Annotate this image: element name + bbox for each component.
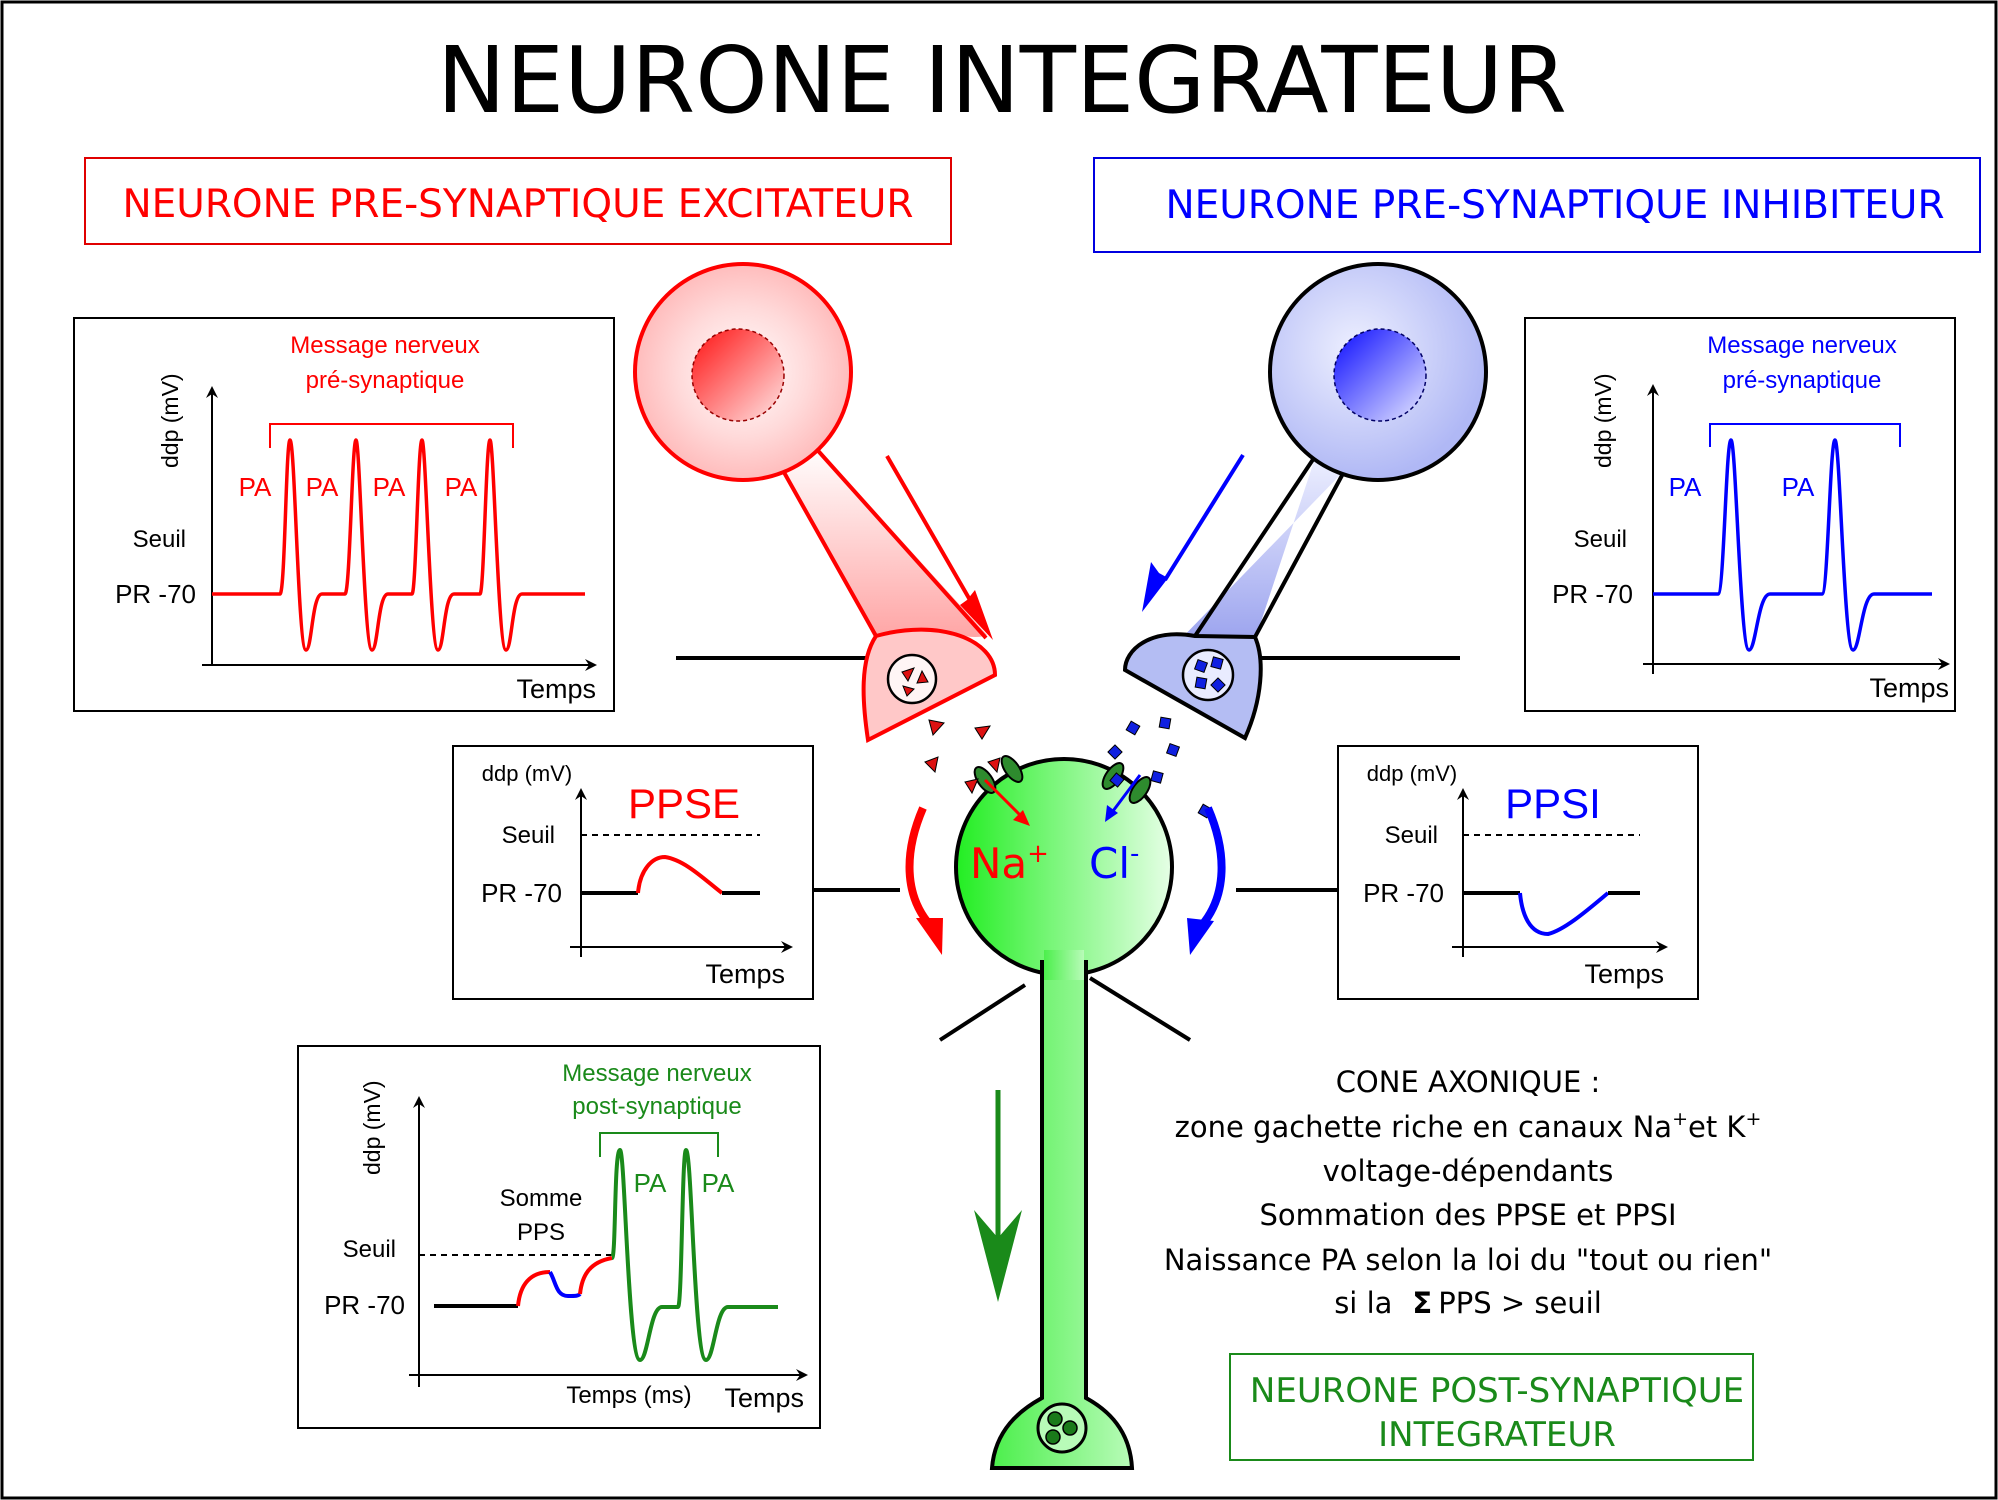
ion-channel-right — [1101, 762, 1152, 804]
graph-exc-pa-4: PA — [445, 472, 478, 502]
excitatory-signal-arrow — [885, 455, 993, 640]
header-excitatory: NEURONE PRE-SYNAPTIQUE EXCITATEUR — [84, 157, 952, 245]
graph-inh-trace — [1653, 438, 1932, 652]
axon-cone-line3: Sommation des PPSE et PPSI — [1259, 1198, 1676, 1232]
inhibitory-neurotransmitters — [1107, 716, 1213, 819]
inhibitory-vesicle — [1181, 648, 1235, 702]
graph-ppsi-trace — [1518, 891, 1610, 937]
graph-exc-pa-2: PA — [306, 472, 339, 502]
graph-post-x-axis: Temps — [724, 1383, 804, 1413]
graph-ppsi-threshold: Seuil — [1385, 822, 1438, 849]
graph-post-title-line2: post-synaptique — [572, 1093, 741, 1120]
graph-post-ppse-1 — [516, 1270, 551, 1307]
ppsi-propagation-arrow — [1187, 806, 1226, 955]
graph-exc-x-axis: Temps — [516, 674, 596, 704]
header-inhibitory-label: NEURONE PRE-SYNAPTIQUE INHIBITEUR — [1165, 183, 1944, 228]
sodium-influx-arrow — [983, 778, 1027, 822]
graph-exc-resting: PR -70 — [115, 579, 196, 609]
ppse-propagation-arrow — [905, 806, 943, 955]
graph-post-pa-2: PA — [702, 1168, 735, 1198]
graph-exc-y-axis: ddp (mV) — [157, 373, 183, 468]
graph-inhibitory-presynaptic: Message nerveux pré-synaptique ddp (mV) … — [1524, 317, 1956, 712]
graph-post-title-line1: Message nerveux — [562, 1060, 751, 1087]
axon-cone-description: CONE AXONIQUE : zone gachette riche en c… — [1164, 1065, 1772, 1320]
graph-inh-resting: PR -70 — [1552, 579, 1633, 609]
graph-ppse-x-axis: Temps — [705, 959, 785, 989]
graph-ppsi-y-axis: ddp (mV) — [1367, 761, 1457, 786]
graph-inh-y-axis: ddp (mV) — [1590, 373, 1616, 468]
graph-excitatory-presynaptic: Message nerveux pré-synaptique ddp (mV) … — [73, 317, 615, 712]
graph-exc-pa-1: PA — [239, 472, 272, 502]
graph-inh-pa-2: PA — [1782, 472, 1815, 502]
chloride-influx-arrow — [1108, 774, 1142, 816]
axon-cone-heading: CONE AXONIQUE : — [1336, 1065, 1601, 1099]
excitatory-neurotransmitters — [924, 719, 1001, 795]
graph-exc-title-line2: pré-synaptique — [306, 367, 465, 394]
graph-ppsi-title: PPSI — [1505, 780, 1601, 827]
header-excitatory-label: NEURONE PRE-SYNAPTIQUE EXCITATEUR — [122, 182, 913, 227]
graph-postsynaptic: Message nerveux post-synaptique ddp (mV)… — [297, 1045, 821, 1429]
axon-cone-line1: zone gachette riche en canaux Na+et K+ — [1175, 1108, 1762, 1144]
graph-ppsi-x-axis: Temps — [1584, 959, 1664, 989]
graph-inh-title-line1: Message nerveux — [1707, 332, 1896, 359]
graph-ppse-title: PPSE — [628, 780, 740, 827]
graph-post-sum-line1: Somme — [500, 1185, 583, 1212]
graph-post-x-axis-inner: Temps (ms) — [566, 1382, 691, 1409]
chloride-label: Cl- — [1089, 839, 1139, 888]
excitatory-neuron — [633, 262, 1001, 955]
axon-propagation-arrow — [974, 1090, 1022, 1302]
graph-post-pa-1: PA — [634, 1168, 667, 1198]
graph-exc-title-line1: Message nerveux — [290, 332, 479, 359]
graph-exc-threshold: Seuil — [133, 526, 186, 553]
graph-ppse-resting: PR -70 — [481, 878, 562, 908]
graph-inh-pa-1: PA — [1669, 472, 1702, 502]
svg-text:Cl-: Cl- — [1089, 839, 1139, 888]
graph-inh-x-axis: Temps — [1869, 673, 1949, 703]
graph-post-y-axis: ddp (mV) — [359, 1080, 385, 1175]
header-inhibitory: NEURONE PRE-SYNAPTIQUE INHIBITEUR — [1093, 157, 1981, 253]
sodium-label: Na+ — [970, 839, 1049, 888]
axon-cone-line2: voltage-dépendants — [1323, 1154, 1614, 1188]
graph-post-ppse-2 — [578, 1256, 613, 1295]
axon-cone-line4: Naissance PA selon la loi du "tout ou ri… — [1164, 1243, 1772, 1277]
excitatory-vesicle — [886, 653, 938, 705]
graph-ppsi: ddp (mV) PPSI Seuil PR -70 Temps — [1337, 745, 1699, 1000]
page-title: NEURONE INTEGRATEUR — [437, 27, 1567, 134]
graph-exc-trace — [212, 438, 585, 652]
graph-post-threshold: Seuil — [343, 1236, 396, 1263]
graph-post-spike-train — [610, 1147, 778, 1363]
graph-ppse-y-axis: ddp (mV) — [482, 761, 572, 786]
svg-text:Na+: Na+ — [970, 839, 1049, 888]
header-postsynaptic-line2: INTEGRATEUR — [1378, 1415, 1616, 1455]
graph-post-ppsi — [548, 1270, 582, 1299]
graph-ppsi-resting: PR -70 — [1363, 878, 1444, 908]
inhibitory-signal-arrow — [1142, 453, 1245, 612]
header-postsynaptic: NEURONE POST-SYNAPTIQUE INTEGRATEUR — [1229, 1353, 1754, 1461]
graph-post-resting: PR -70 — [324, 1290, 405, 1320]
graph-inh-threshold: Seuil — [1574, 526, 1627, 553]
graph-ppse-trace — [636, 854, 724, 895]
header-postsynaptic-line1: NEURONE POST-SYNAPTIQUE — [1250, 1371, 1744, 1411]
terminal-vesicles — [1036, 1402, 1088, 1454]
postsynaptic-neuron: Na+ Cl- — [954, 755, 1174, 1470]
graph-exc-pa-3: PA — [373, 472, 406, 502]
inhibitory-neuron — [1107, 262, 1488, 955]
graph-ppse: ddp (mV) PPSE Seuil PR -70 Temps — [452, 745, 814, 1000]
connector-lines — [676, 656, 1460, 1042]
graph-post-sum-line2: PPS — [517, 1219, 565, 1246]
graph-ppse-threshold: Seuil — [502, 822, 555, 849]
graph-inh-title-line2: pré-synaptique — [1723, 367, 1882, 394]
